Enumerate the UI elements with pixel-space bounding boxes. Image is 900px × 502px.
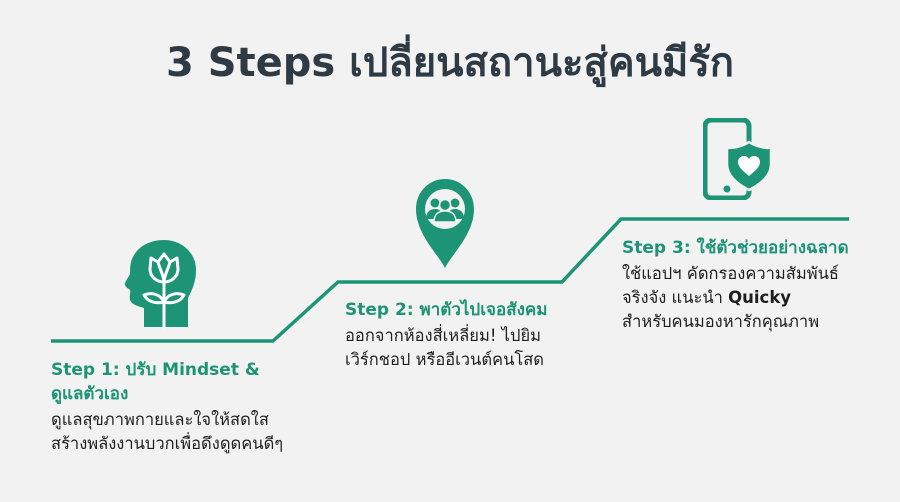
step-2-desc-line-1: ออกจากห้องสี่เหลี่ยม! ไปยิม [345,326,541,345]
step-1-desc-line-2: สร้างพลังงานบวกเพื่อดึงดูดคนดีๆ [51,434,284,453]
step-2-desc-line-2: เวิร์กชอป หรืออีเวนต์คนโสด [345,350,545,369]
step-3-desc-line-3: สำหรับคนมองหารักคุณภาพ [622,312,820,331]
step-3-title: Step 3: ใช้ตัวช่วยอย่างฉลาด [622,236,892,260]
step-1-title-line-2: ดูแลตัวเอง [51,384,129,404]
step-3-desc-line-2: จริงจัง แนะนำ Quicky [622,286,892,310]
step-1-desc-line-1: ดูแลสุขภาพกายและใจให้สดใส [51,410,269,429]
step-3-desc-line-1: ใช้แอปฯ คัดกรองความสัมพันธ์ [622,264,839,283]
step-1-title-line-1: Step 1: ปรับ Mindset & [51,360,260,380]
phone-shield-heart-icon [702,117,775,201]
step-2: Step 2: พาตัวไปเจอสังคม ออกจากห้องสี่เหล… [345,298,605,372]
step-3-desc-line-2-text: จริงจัง แนะนำ [622,288,729,307]
page-title: 3 Steps เปลี่ยนสถานะสู่คนมีรัก [165,40,735,86]
step-1-description: ดูแลสุขภาพกายและใจให้สดใส สร้างพลังงานบว… [51,408,351,456]
step-2-title: Step 2: พาตัวไปเจอสังคม [345,298,605,322]
step-2-title-line-1: Step 2: พาตัวไปเจอสังคม [345,300,548,320]
step-3-title-line-1: Step 3: ใช้ตัวช่วยอย่างฉลาด [622,238,849,258]
head-with-flower-icon [124,240,204,330]
step-2-description: ออกจากห้องสี่เหลี่ยม! ไปยิม เวิร์กชอป หร… [345,324,605,372]
location-pin-people-icon [416,178,474,270]
step-3-description: ใช้แอปฯ คัดกรองความสัมพันธ์ จริงจัง แนะน… [622,262,892,334]
quicky-brand-name: Quicky [728,288,792,307]
step-1-title: Step 1: ปรับ Mindset & ดูแลตัวเอง [51,358,351,406]
step-1: Step 1: ปรับ Mindset & ดูแลตัวเอง ดูแลสุ… [51,358,351,456]
step-3: Step 3: ใช้ตัวช่วยอย่างฉลาด ใช้แอปฯ คัดก… [622,236,892,334]
